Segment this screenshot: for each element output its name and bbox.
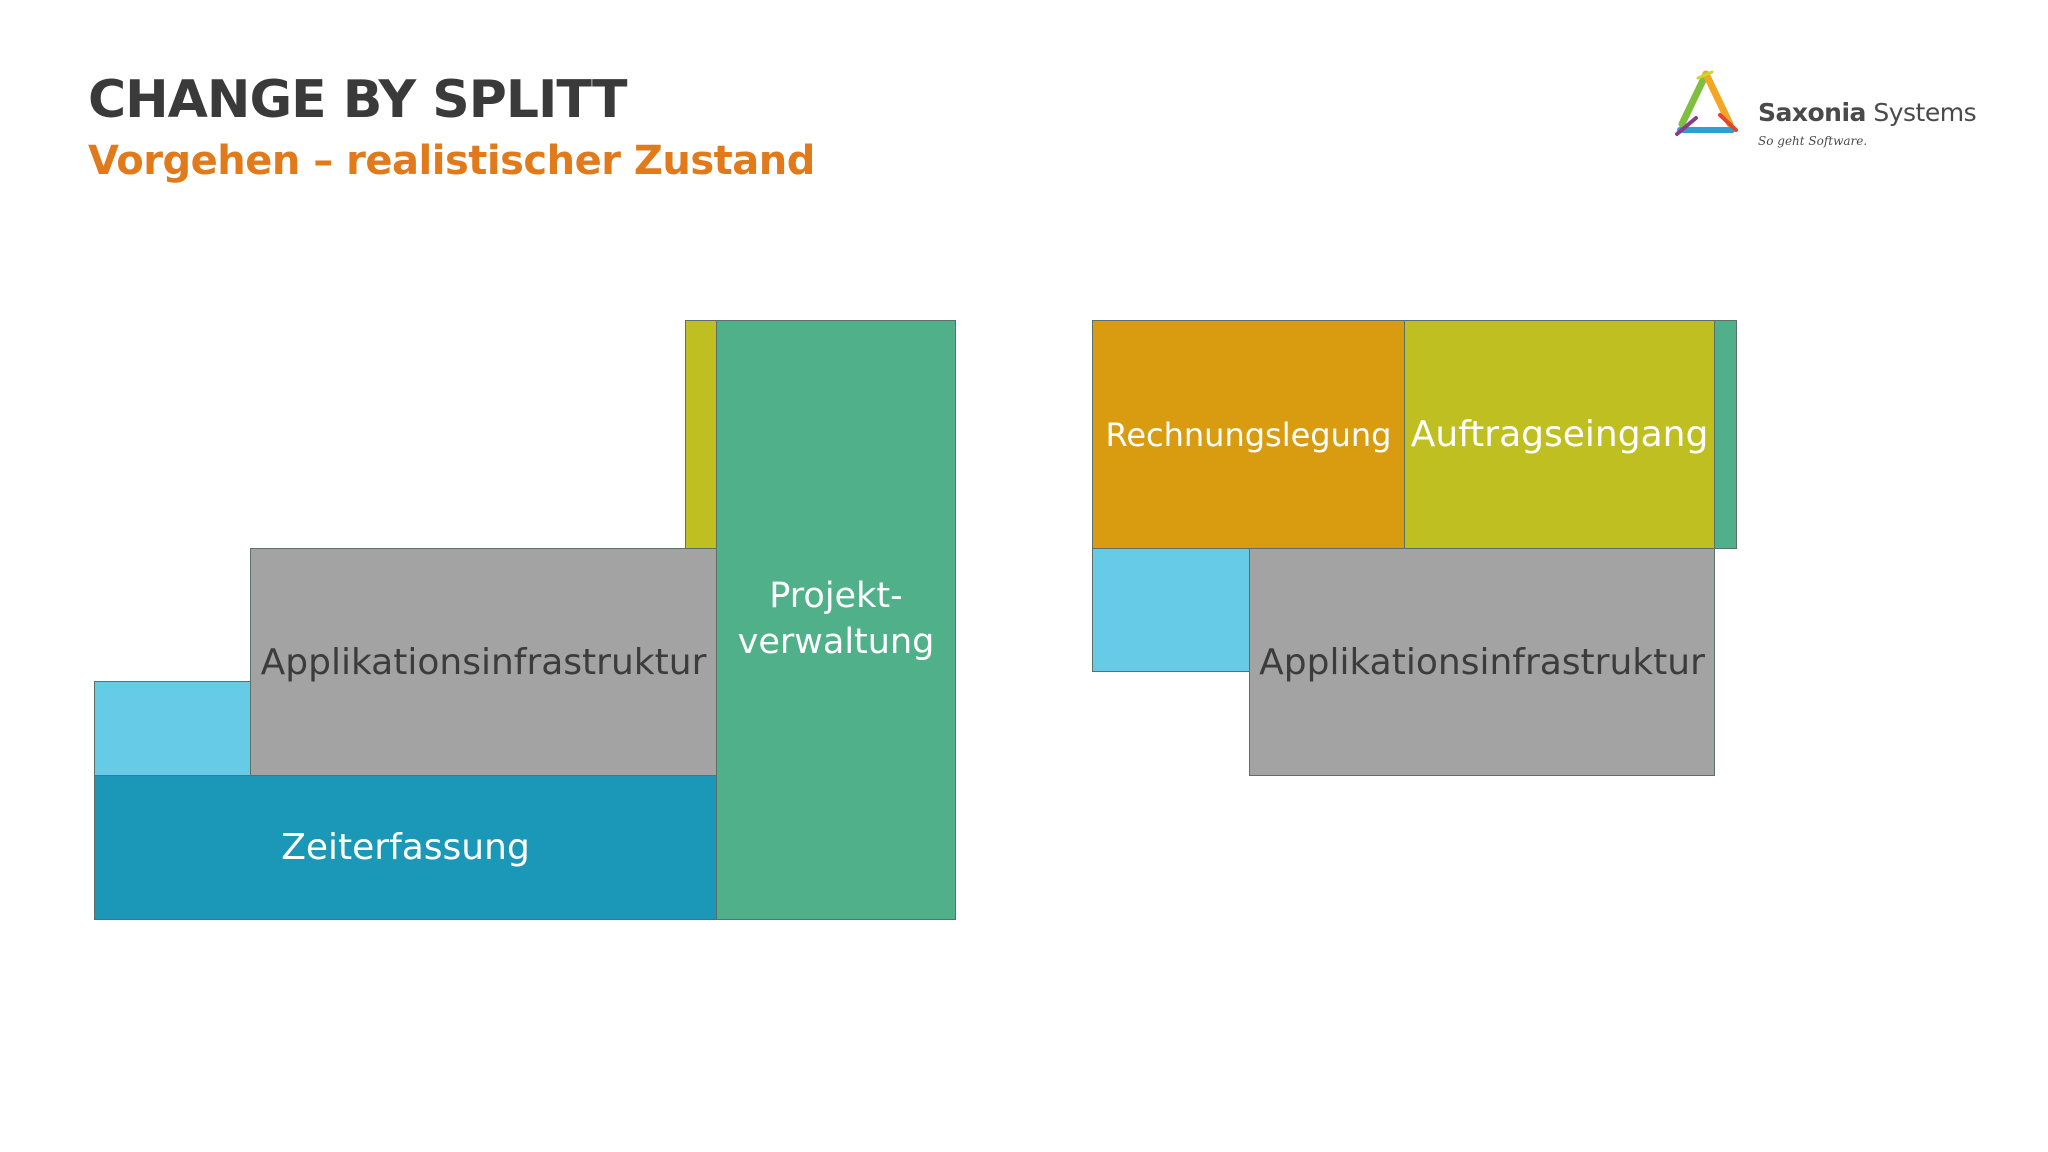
auftragseingang-label: Auftragseingang — [1410, 414, 1709, 455]
left-projektverwaltung-block: Projekt- verwaltung — [716, 320, 956, 920]
company-logo: Saxonia Systems So geht Software. — [1668, 66, 1977, 156]
rechnungslegung-label: Rechnungslegung — [1105, 415, 1392, 454]
left-applikationsinfrastruktur-label: Applikationsinfrastruktur — [260, 641, 707, 683]
zeiterfassung-label: Zeiterfassung — [281, 827, 530, 868]
logo-tagline: So geht Software. — [1758, 134, 1868, 148]
right-rechnungslegung-block: Rechnungslegung — [1092, 320, 1405, 549]
left-applikationsinfrastruktur-block: Applikationsinfrastruktur — [250, 548, 717, 776]
saxonia-triangle-logo-icon — [1675, 70, 1738, 136]
logo-name-bold: Saxonia — [1758, 98, 1866, 127]
logo-company-name: Saxonia Systems — [1758, 98, 1977, 127]
left-zeiterfassung-block: Zeiterfassung — [94, 775, 717, 920]
projektverwaltung-label-line1: Projekt- — [769, 576, 903, 616]
left-olive-strip — [685, 320, 717, 549]
slide-title: CHANGE BY SPLITT — [88, 70, 627, 130]
left-light-blue-block — [94, 681, 251, 776]
right-light-blue-block — [1092, 548, 1250, 672]
right-green-strip — [1714, 320, 1737, 549]
right-applikationsinfrastruktur-label: Applikationsinfrastruktur — [1259, 641, 1705, 683]
right-auftragseingang-block: Auftragseingang — [1404, 320, 1715, 549]
projektverwaltung-label-line2: verwaltung — [737, 622, 935, 662]
logo-name-regular: Systems — [1865, 98, 1977, 127]
right-applikationsinfrastruktur-block: Applikationsinfrastruktur — [1249, 548, 1715, 776]
slide-subtitle: Vorgehen – realistischer Zustand — [88, 138, 815, 184]
